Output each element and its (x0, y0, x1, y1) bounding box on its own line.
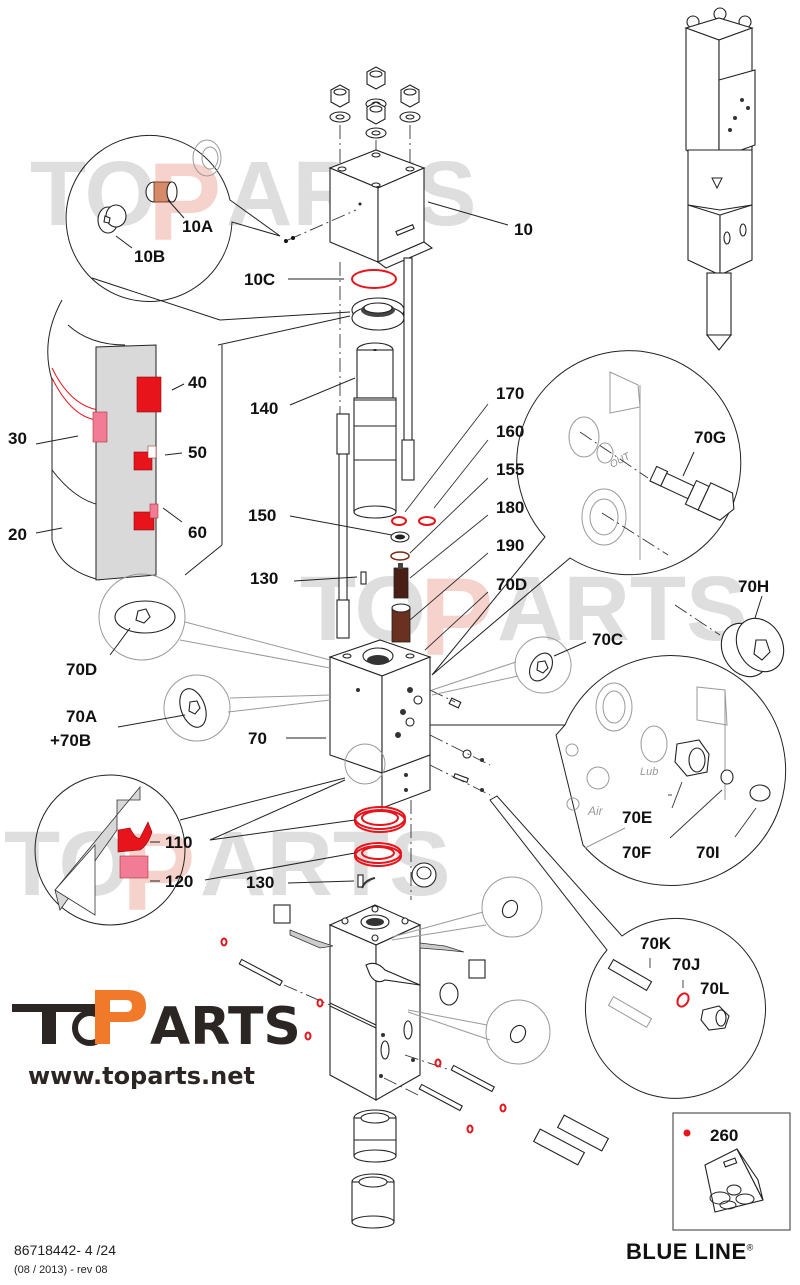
callout-110: 110 (165, 833, 192, 852)
callout-10: 10 (514, 220, 533, 239)
valve-stack: 150 170 160 155 180 190 70D 130 (248, 384, 527, 651)
detail-bubble-70k-70j-70l: 70K 70J 70L (489, 795, 766, 1099)
part-70h-plug: 70H (674, 577, 785, 678)
callout-70K: 70K (640, 934, 672, 953)
callout-70H: 70H (738, 577, 769, 596)
brand-blue-line: BLUE LINE® (626, 1239, 754, 1265)
seal-rings-110-120 (204, 800, 412, 900)
callout-150: 150 (248, 506, 276, 525)
callout-30: 30 (8, 429, 27, 448)
document-number: 86718442- 4 /24 (14, 1242, 116, 1258)
callout-70: 70 (248, 729, 267, 748)
callout-70F: 70F (622, 843, 651, 862)
callout-10B: 10B (134, 247, 165, 266)
bushings (351, 1109, 397, 1229)
callout-20: 20 (8, 525, 27, 544)
callout-70C: 70C (592, 630, 623, 649)
callout-260: 260 (710, 1126, 738, 1145)
callout-70B: +70B (50, 731, 91, 750)
callout-140: 140 (250, 399, 278, 418)
lower-housing-assembly: 130 (220, 862, 610, 1229)
callout-50: 50 (188, 443, 207, 462)
detail-bubble-70a: 70A +70B (50, 674, 331, 750)
svg-text:ARTS: ARTS (497, 558, 747, 660)
callout-70D-left: 70D (66, 660, 97, 679)
small-bubble-upper (391, 876, 543, 941)
callout-70A: 70A (66, 707, 97, 726)
detail-bubble-110-120: 110 120 (34, 774, 346, 926)
registered-mark: ® (746, 1242, 754, 1253)
svg-text:P: P (420, 556, 493, 679)
callout-40: 40 (188, 373, 207, 392)
document-revision: (08 / 2013) - rev 08 (14, 1264, 108, 1276)
detail-bubble-70g: OUT 70G (431, 350, 742, 676)
logo-wordmark-suffix: ARTS (150, 997, 301, 1057)
detail-bubble-10a-10b: 10A 10B (65, 134, 281, 302)
callout-130-bottom: 130 (246, 873, 274, 892)
callout-180: 180 (496, 498, 524, 517)
port-label-out: OUT (608, 451, 633, 471)
part-70-valve-body: 70 (248, 639, 491, 809)
callout-70I: 70I (696, 843, 720, 862)
callout-10C: 10C (244, 270, 275, 289)
svg-text:TO: TO (30, 143, 156, 245)
svg-text:P: P (148, 141, 221, 264)
brand-name: BLUE LINE (626, 1239, 747, 1264)
callout-130-top: 130 (250, 569, 278, 588)
callout-70J: 70J (672, 955, 700, 974)
callout-10A: 10A (182, 217, 213, 236)
part-10-top-cap: 10 (284, 149, 533, 269)
callout-170: 170 (496, 384, 524, 403)
detail-bubble-70d: 70D (66, 573, 331, 679)
callout-190: 190 (496, 536, 524, 555)
lock-bars (532, 1114, 610, 1166)
port-label-lub: Lub (640, 766, 658, 778)
callout-155: 155 (496, 460, 524, 479)
part-10c-oring: 10C (217, 262, 405, 640)
small-bubble-lower (407, 999, 551, 1065)
assembly-overview-thumbnail (684, 7, 756, 351)
detail-bubble-70c: 70C (431, 630, 623, 696)
kit-box-260: 260 (672, 1112, 791, 1231)
top-nuts-washers (329, 66, 421, 170)
toparts-logo: ARTS www.toparts.net (12, 990, 301, 1090)
callout-60: 60 (188, 523, 207, 542)
logo-url: www.toparts.net (28, 1062, 255, 1090)
part-140-piston: 140 (250, 342, 397, 519)
side-panel-detail: 30 40 50 60 20 (8, 277, 223, 581)
svg-text:ARTS: ARTS (200, 813, 450, 915)
callout-70L: 70L (700, 979, 729, 998)
callout-120: 120 (165, 872, 193, 891)
port-label-air: Air (587, 804, 604, 818)
detail-bubble-70e-70f-70i: Lub Air 70E 70F 70I (430, 655, 787, 886)
callout-70G: 70G (694, 428, 726, 447)
wedge-pins (273, 904, 486, 1006)
callout-70D-right: 70D (496, 575, 527, 594)
callout-70E: 70E (622, 808, 652, 827)
red-orings-small (220, 937, 507, 1134)
retaining-pins (238, 958, 495, 1112)
callout-160: 160 (496, 422, 524, 441)
